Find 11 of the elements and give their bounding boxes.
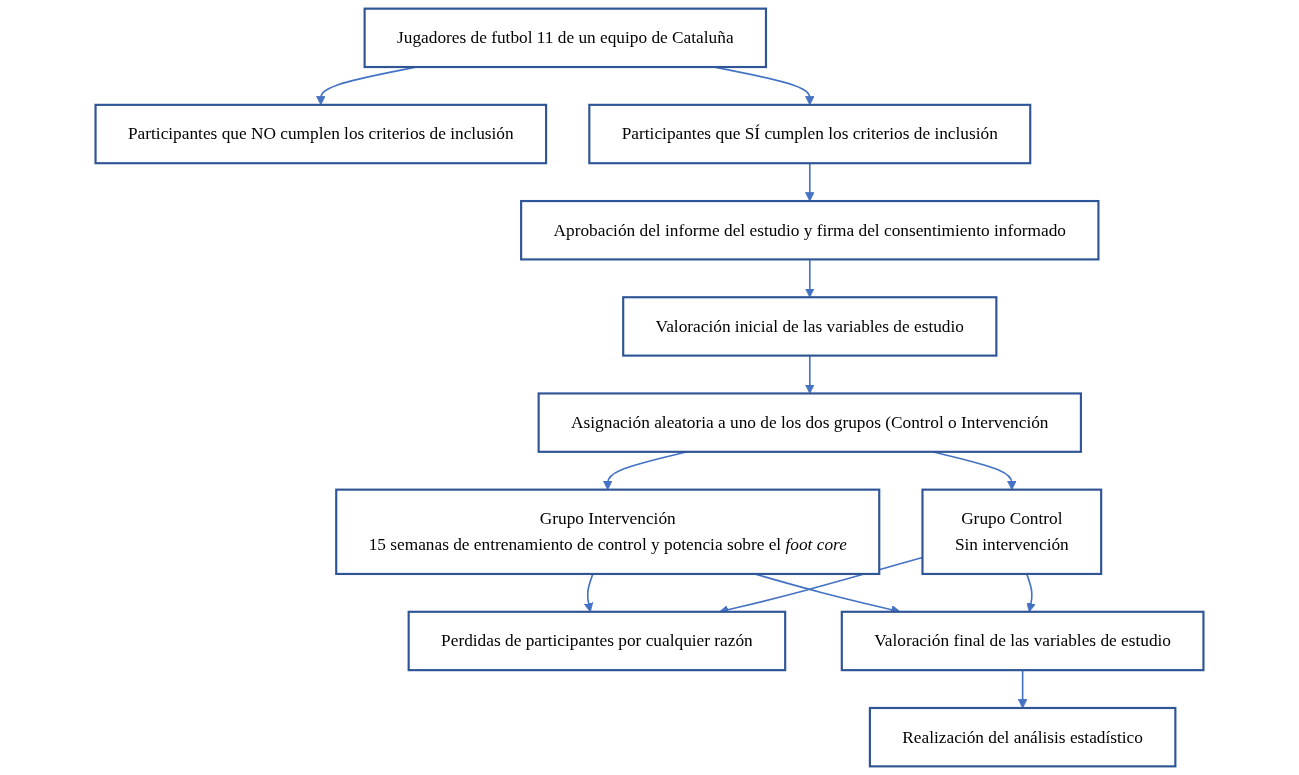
node-box: Grupo Control Sin intervención (921, 488, 1103, 576)
node-box: Grupo Intervención 15 semanas de entrenamiento de control y potencia sobre el foot core (335, 488, 881, 576)
node-box: Valoración inicial de las variables de estudio (622, 296, 998, 357)
node-box: Participantes que NO cumplen los criterios de inclusión (94, 103, 548, 165)
node-box: Aprobación del informe del estudio y firma del consentimiento informado (520, 199, 1100, 261)
node-box: Realización del análisis estadístico (868, 706, 1177, 768)
node-box: Participantes que SÍ cumplen los criterios de inclusión (588, 103, 1032, 165)
node-box: Asignación aleatoria a uno de los dos grupos (Control o Intervención (537, 392, 1082, 453)
node-box: Perdidas de participantes por cualquier razón (407, 610, 787, 672)
node-box: Valoración final de las variables de estudio (840, 610, 1205, 672)
node-box: Jugadores de futbol 11 de un equipo de Cataluña (363, 7, 768, 69)
